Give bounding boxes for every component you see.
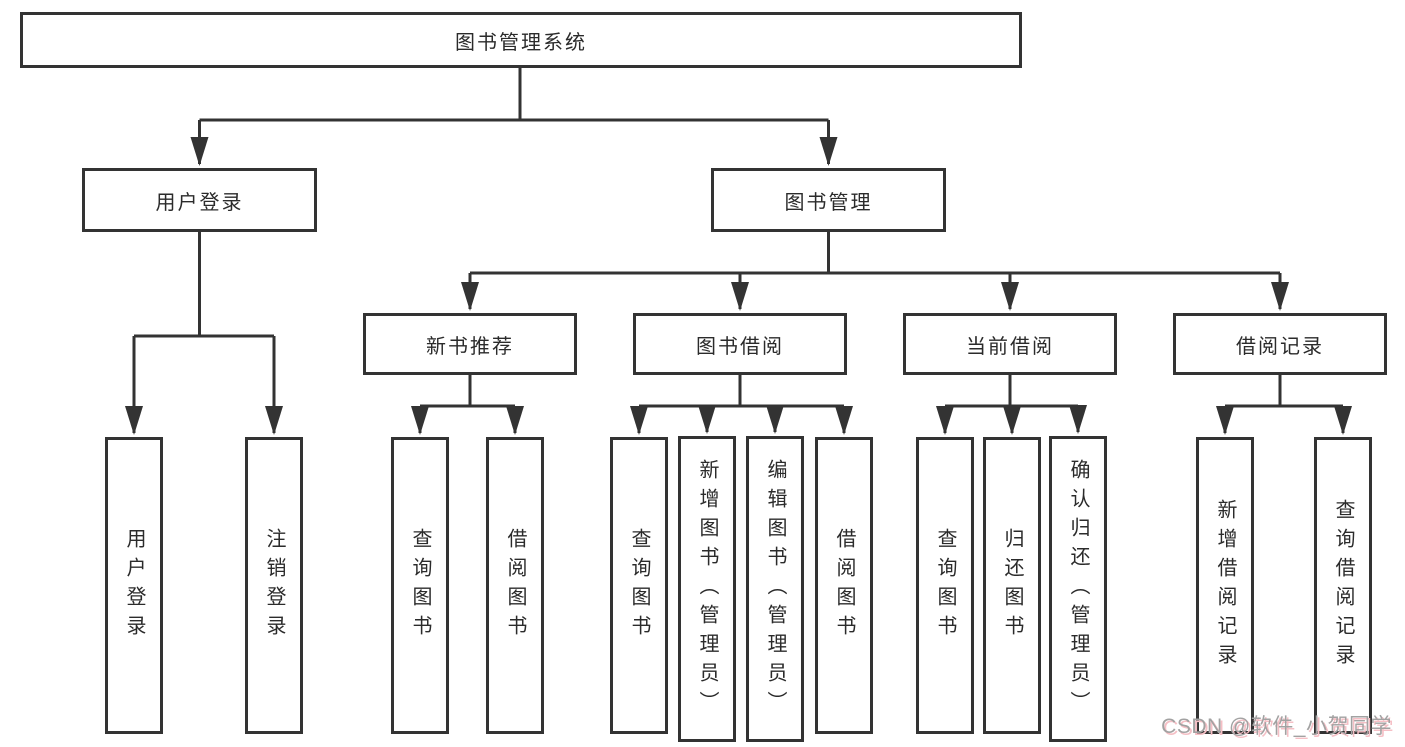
node-label: 注销登录 bbox=[263, 527, 285, 644]
leaf-query-books-recommend: 查询图书 bbox=[391, 437, 449, 734]
node-label: 当前借阅 bbox=[966, 335, 1054, 358]
node-label: 图书管理系统 bbox=[455, 31, 587, 54]
leaf-query-books-borrow: 查询图书 bbox=[610, 437, 668, 734]
node-user-login: 用户登录 bbox=[82, 168, 317, 232]
node-label: 图书管理 bbox=[784, 191, 873, 214]
leaf-add-borrow-record: 新增借阅记录 bbox=[1196, 437, 1254, 734]
node-book-management: 图书管理 bbox=[711, 168, 946, 232]
node-label: 编辑图书（管理员） bbox=[764, 458, 786, 720]
node-label: 借阅图书 bbox=[504, 527, 526, 644]
node-label: 查询图书 bbox=[409, 527, 431, 644]
node-label: 图书借阅 bbox=[696, 335, 784, 358]
node-label: 新书推荐 bbox=[426, 335, 514, 358]
node-label: 查询图书 bbox=[628, 527, 650, 644]
node-label: 用户登录 bbox=[123, 527, 145, 644]
connector-skeleton bbox=[134, 68, 1343, 408]
node-borrowing-records: 借阅记录 bbox=[1173, 313, 1387, 375]
leaf-add-book-admin: 新增图书（管理员） bbox=[678, 436, 736, 742]
node-label: 查询借阅记录 bbox=[1332, 498, 1354, 673]
node-library-system: 图书管理系统 bbox=[20, 12, 1022, 68]
leaf-borrow-books-recommend: 借阅图书 bbox=[486, 437, 544, 734]
leaf-edit-book-admin: 编辑图书（管理员） bbox=[746, 436, 804, 742]
node-label: 借阅记录 bbox=[1236, 335, 1324, 358]
leaf-return-book: 归还图书 bbox=[983, 437, 1041, 734]
node-label: 借阅图书 bbox=[833, 527, 855, 644]
node-label: 查询图书 bbox=[934, 527, 956, 644]
node-label: 用户登录 bbox=[155, 191, 244, 214]
csdn-watermark: CSDN @软件_小贺同学 bbox=[1161, 715, 1392, 738]
leaf-borrow-books: 借阅图书 bbox=[815, 437, 873, 734]
leaf-query-borrow-record: 查询借阅记录 bbox=[1314, 437, 1372, 734]
leaf-user-login: 用户登录 bbox=[105, 437, 163, 734]
node-label: 归还图书 bbox=[1001, 527, 1023, 644]
leaf-confirm-return-admin: 确认归还（管理员） bbox=[1049, 436, 1107, 742]
node-label: 确认归还（管理员） bbox=[1067, 458, 1089, 720]
node-label: 新增借阅记录 bbox=[1214, 498, 1236, 673]
leaf-logout: 注销登录 bbox=[245, 437, 303, 734]
node-new-book-recommend: 新书推荐 bbox=[363, 313, 577, 375]
leaf-query-books-current: 查询图书 bbox=[916, 437, 974, 734]
node-label: 新增图书（管理员） bbox=[696, 458, 718, 720]
connector-arrows bbox=[125, 120, 1352, 435]
node-book-borrowing: 图书借阅 bbox=[633, 313, 847, 375]
node-current-borrowing: 当前借阅 bbox=[903, 313, 1117, 375]
